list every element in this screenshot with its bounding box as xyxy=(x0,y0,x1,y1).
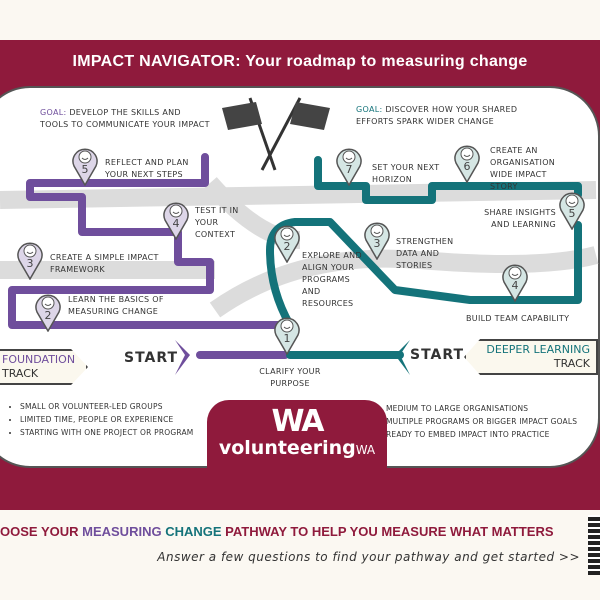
foundation-step-4-label: Test it in your context xyxy=(195,206,239,239)
map-pin-icon xyxy=(35,294,61,333)
pin-number: 5 xyxy=(568,207,576,220)
bullet: Starting with one project or program xyxy=(20,426,210,439)
bullet: Small or volunteer-led groups xyxy=(20,400,210,413)
goal-text: Develop the skills and tools to communic… xyxy=(40,108,210,129)
map-pin-icon xyxy=(274,225,300,264)
bullet: Multiple programs or bigger impact goals xyxy=(386,415,591,428)
map-pin-icon xyxy=(454,145,480,184)
page-title: IMPACT NAVIGATOR: Your roadmap to measur… xyxy=(72,53,528,70)
pin-number: 2 xyxy=(283,240,291,253)
deeper-route xyxy=(266,218,582,329)
footer-headline: OOSE YOUR MEASURING CHANGE PATHWAY TO HE… xyxy=(0,524,584,539)
foundation-bullets: Small or volunteer-led groups Limited ti… xyxy=(0,400,210,439)
deeper-step-2-pin: 2 xyxy=(273,223,301,264)
foundation-step-2-pin: 2 xyxy=(34,292,62,333)
track-name: Foundation xyxy=(2,353,76,366)
bullet: Limited time, people or experience xyxy=(20,413,210,426)
step-1-label: Clarify your purpose xyxy=(259,367,321,388)
deeper-start-arrow xyxy=(395,340,410,375)
pin-number: 3 xyxy=(373,237,381,250)
pin-number: 4 xyxy=(172,217,180,230)
foundation-track-sign: Foundation Track xyxy=(0,349,88,385)
map-pin-icon xyxy=(274,317,300,356)
deeper-track-sign: Deeper Learning Track xyxy=(464,339,598,375)
deeper-step-3-pin: 3 xyxy=(363,220,391,261)
pin-number: 2 xyxy=(44,309,52,322)
foundation-step-3-pin: 3 xyxy=(16,240,44,281)
pin-number: 6 xyxy=(463,160,471,173)
logo-mark: WA xyxy=(271,404,325,439)
deeper-step-4-pin: 4 xyxy=(501,262,529,303)
foundation-start-label: START xyxy=(124,350,179,366)
foundation-goal: GOAL: Develop the skills and tools to co… xyxy=(40,107,210,131)
foundation-step-3-label: Create a simple impact framework xyxy=(50,253,159,274)
deeper-step-7-label: Set your next horizon xyxy=(372,163,440,184)
pin-number: 5 xyxy=(81,163,89,176)
track-sub: Track xyxy=(553,357,590,370)
deeper-step-7-pin: 7 xyxy=(335,146,363,187)
foundation-start-arrow xyxy=(175,340,190,375)
pin-number: 1 xyxy=(283,332,291,345)
foundation-step-5-pin: 5 xyxy=(71,146,99,187)
pin-number: 3 xyxy=(26,257,34,270)
deeper-bullets: Medium to large organisations Multiple p… xyxy=(366,402,591,441)
track-name: Deeper Learning xyxy=(486,343,590,356)
map-pin-icon xyxy=(336,148,362,187)
goal-text: Discover how your shared efforts spark w… xyxy=(356,105,518,126)
logo-suffix: WA xyxy=(355,443,376,457)
deeper-step-5-pin: 5 xyxy=(558,190,586,231)
pin-number: 7 xyxy=(345,163,353,176)
footer-part: PATHWAY TO HELP YOU MEASURE WHAT MATTERS xyxy=(225,524,554,539)
finish-flags-icon xyxy=(222,97,330,171)
track-sub: Track xyxy=(2,367,39,380)
map-pin-icon xyxy=(163,202,189,241)
footer-part: MEASURING xyxy=(82,524,166,539)
footer-cta-link[interactable]: Answer a few questions to find your path… xyxy=(157,550,580,564)
map-pin-icon xyxy=(17,242,43,281)
qr-code[interactable] xyxy=(588,515,600,575)
deeper-route-top xyxy=(314,156,582,204)
deeper-step-6-pin: 6 xyxy=(453,143,481,184)
deeper-goal: GOAL: Discover how your shared efforts s… xyxy=(356,104,526,128)
pin-number: 4 xyxy=(511,279,519,292)
deeper-step-4-label: Build team capability xyxy=(466,314,570,323)
foundation-step-2-label: Learn the basics of measuring change xyxy=(68,295,164,316)
foundation-step-5-label: Reflect and plan your next steps xyxy=(105,158,189,179)
map-pin-icon xyxy=(72,148,98,187)
goal-prefix: GOAL: xyxy=(40,108,67,117)
deeper-step-2-label: Explore and align your programs and reso… xyxy=(302,251,362,308)
map-pin-icon xyxy=(502,264,528,303)
deeper-step-5-label: Share insights and learning xyxy=(484,208,556,229)
footer-part: OOSE YOUR xyxy=(0,524,83,539)
goal-prefix: GOAL: xyxy=(356,105,383,114)
foundation-step-4-pin: 4 xyxy=(162,200,190,241)
deeper-step-6-label: Create an organisation wide impact story xyxy=(490,146,556,191)
deeper-start-label: START xyxy=(410,347,465,363)
step-1-pin: 1 xyxy=(273,315,301,356)
footer-part: CHANGE xyxy=(165,524,226,539)
volunteering-wa-logo: WA volunteeringWA xyxy=(207,400,387,480)
map-pin-icon xyxy=(364,222,390,261)
map-pin-icon xyxy=(559,192,585,231)
bullet: Medium to large organisations xyxy=(386,402,591,415)
deeper-step-3-label: Strengthen data and stories xyxy=(396,237,454,270)
logo-name: volunteering xyxy=(218,437,356,459)
bullet: Ready to embed impact into practice xyxy=(386,428,591,441)
